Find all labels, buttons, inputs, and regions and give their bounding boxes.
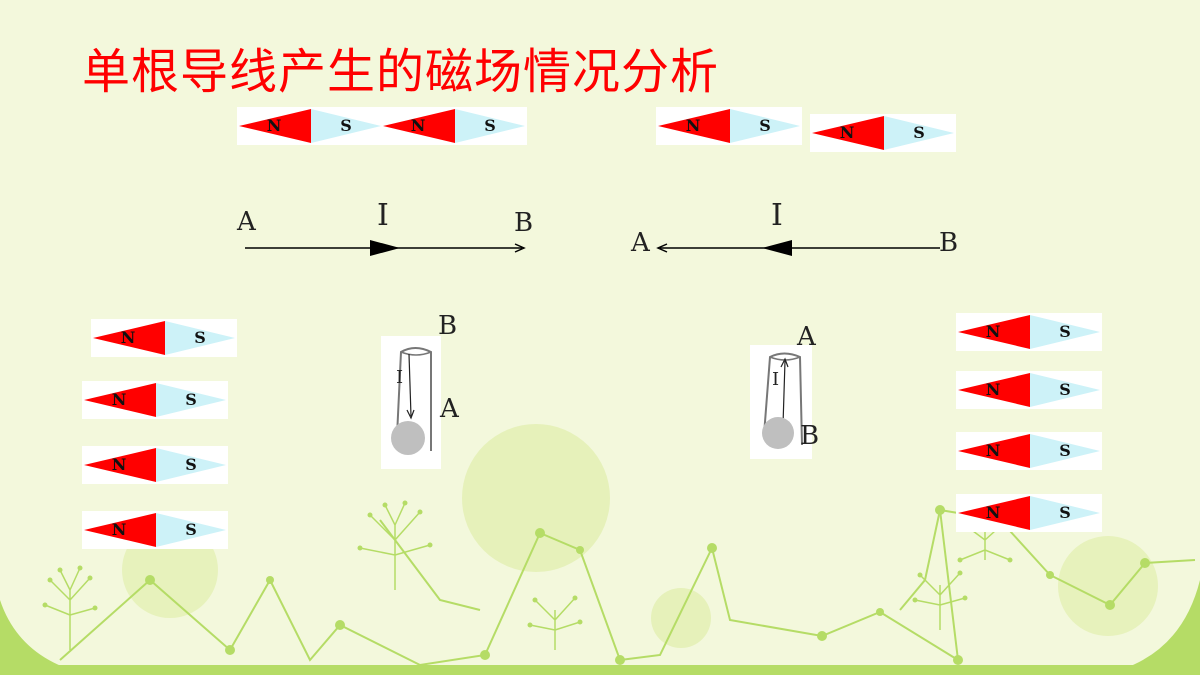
wire-right: [656, 240, 940, 256]
arrow-right-icon: [514, 243, 526, 253]
wire-left-label-b: B: [514, 208, 534, 238]
south-pole-label: S: [185, 520, 197, 539]
north-pole-label: N: [985, 322, 1001, 341]
north-pole-label: N: [985, 380, 1001, 399]
north-pole-label: N: [839, 123, 855, 142]
north-pole-label: N: [111, 455, 127, 474]
south-pole-label: S: [484, 116, 496, 135]
south-pole-label: S: [1059, 322, 1071, 341]
south-pole-label: S: [340, 116, 352, 135]
north-pole-label: N: [111, 390, 127, 409]
arrow-left-icon: [656, 243, 668, 253]
north-pole-label: N: [111, 520, 127, 539]
wire-right-label-b: B: [939, 228, 959, 258]
south-pole-label: S: [185, 390, 197, 409]
page-title: 单根导线产生的磁场情况分析: [82, 44, 720, 100]
north-pole-label: N: [985, 503, 1001, 522]
south-pole-label: S: [1059, 503, 1071, 522]
coil-right-label-top: A: [797, 322, 816, 352]
south-pole-label: S: [1059, 380, 1071, 399]
south-pole-label: S: [1059, 441, 1071, 460]
south-pole-label: S: [913, 123, 925, 142]
north-pole-label: N: [266, 116, 282, 135]
coil-right-label-current: I: [772, 369, 780, 390]
current-arrow-right-icon: [370, 240, 400, 256]
coil-left-label-bottom: A: [440, 394, 459, 424]
south-pole-label: S: [759, 116, 771, 135]
wire-left-label-current: I: [377, 198, 389, 233]
north-pole-label: N: [410, 116, 426, 135]
south-pole-label: S: [185, 455, 197, 474]
coil-left-label-top: B: [438, 311, 458, 341]
current-arrow-left-icon: [762, 240, 792, 256]
south-pole-label: S: [194, 328, 206, 347]
current-arrow-up-icon: [782, 360, 786, 426]
wire-right-label-current: I: [771, 198, 783, 233]
coil-left: [381, 336, 441, 469]
north-pole-label: N: [685, 116, 701, 135]
wire-right-label-a: A: [631, 228, 650, 258]
wire-left-label-a: A: [237, 207, 256, 237]
wire-left: [245, 240, 526, 256]
coil-right-label-bottom: B: [800, 421, 820, 451]
north-pole-label: N: [120, 328, 136, 347]
current-arrow-down-icon: [408, 353, 412, 417]
coil-left-label-current: I: [396, 367, 404, 388]
coil-right: [750, 345, 812, 459]
north-pole-label: N: [985, 441, 1001, 460]
